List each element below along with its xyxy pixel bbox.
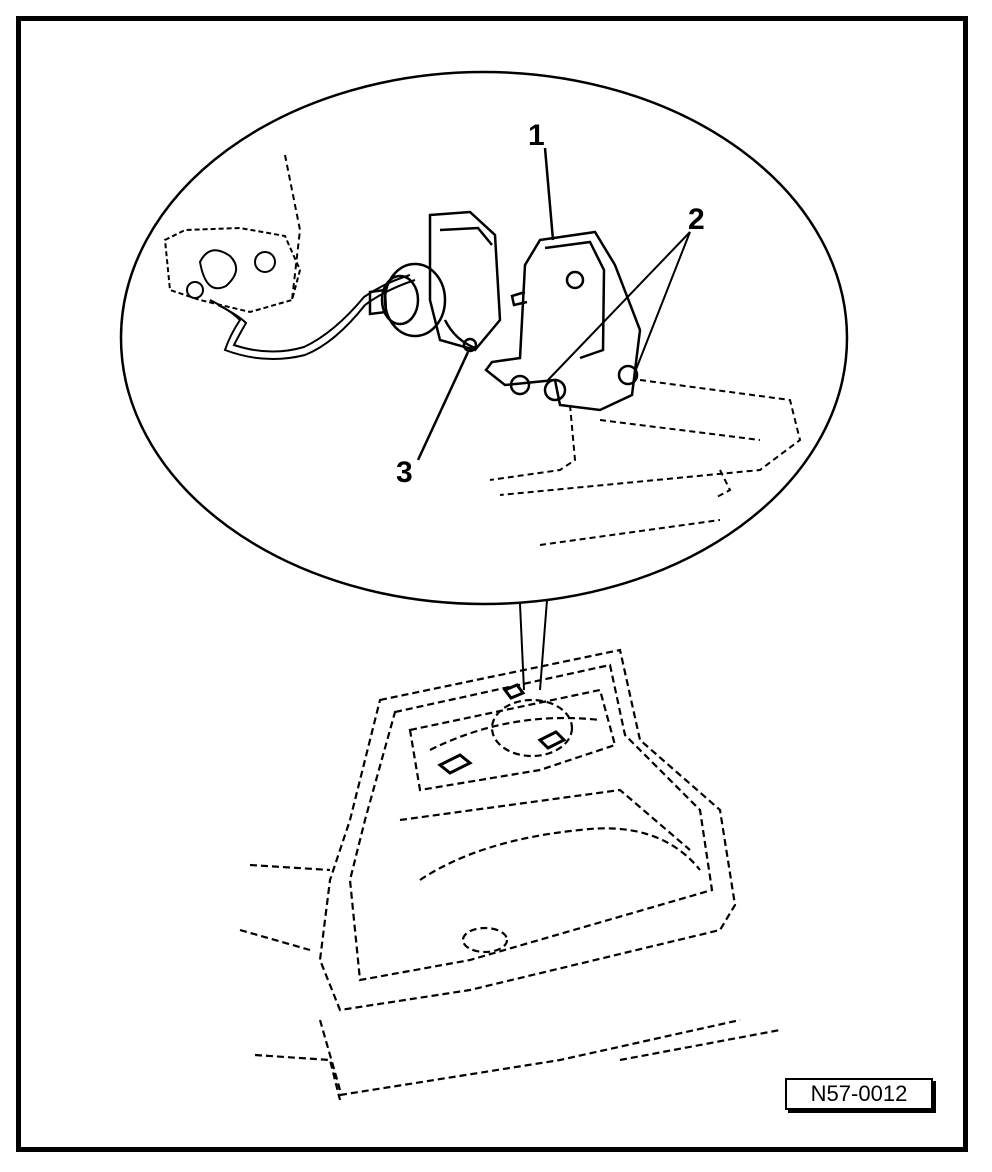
- boot-latch-area: [437, 683, 567, 775]
- callout-label: 3: [396, 456, 413, 489]
- callout-label: 2: [688, 203, 705, 236]
- mounting-bracket: [484, 147, 691, 412]
- figure-frame: [16, 16, 968, 1152]
- vehicle-rear-body: [239, 648, 781, 1101]
- cable-linkage: [163, 154, 416, 360]
- detail-ellipse: [119, 70, 849, 691]
- floor-rail: [489, 379, 802, 546]
- callout-label: 1: [528, 119, 545, 152]
- figure-reference-id: N57-0012: [785, 1078, 933, 1110]
- actuator-component: [368, 210, 502, 461]
